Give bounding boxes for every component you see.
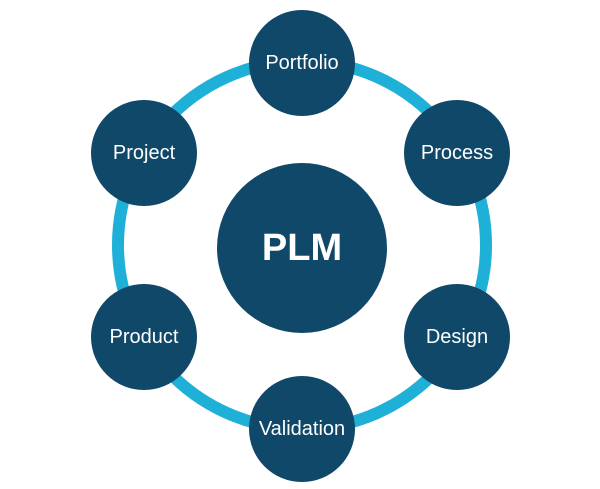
node-label-validation: Validation — [258, 417, 346, 440]
node-label-process: Process — [420, 141, 494, 164]
node-label-product: Product — [109, 325, 179, 348]
node-design: Design — [404, 284, 510, 390]
node-product: Product — [91, 284, 197, 390]
node-label-portfolio: Portfolio — [265, 51, 339, 74]
node-process: Process — [404, 100, 510, 206]
node-label-design: Design — [425, 325, 489, 348]
node-validation: Validation — [249, 376, 355, 482]
node-center-plm: PLM — [217, 163, 387, 333]
center-label: PLM — [261, 226, 343, 269]
node-label-project: Project — [112, 141, 176, 164]
node-portfolio: Portfolio — [249, 10, 355, 116]
node-project: Project — [91, 100, 197, 206]
